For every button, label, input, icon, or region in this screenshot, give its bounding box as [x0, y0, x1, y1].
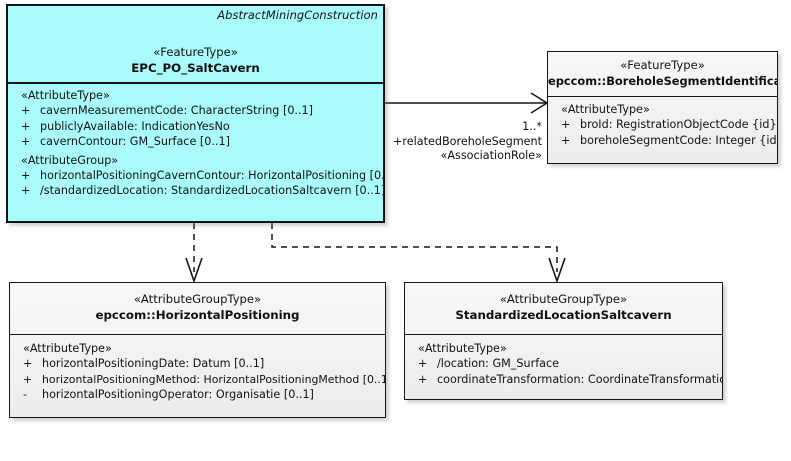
class-stereotype: «FeatureType»	[620, 58, 705, 72]
class-box-horizontal-positioning[interactable]: «AttributeGroupType» epccom::HorizontalP…	[9, 282, 386, 418]
association-label-group: 1..* +relatedBoreholeSegment «Associatio…	[379, 120, 542, 164]
compartment-label-attributetype: «AttributeType»	[418, 342, 507, 355]
class-header-horizontal-positioning: «AttributeGroupType» epccom::HorizontalP…	[10, 283, 385, 335]
attribute-visibility: +	[23, 372, 33, 386]
attribute-text: horizontalPositioningMethod: HorizontalP…	[42, 372, 386, 386]
attribute-text: /location: GM_Surface	[437, 357, 560, 370]
attribute-visibility: +	[561, 118, 571, 131]
attribute-row[interactable]: + horizontalPositioningCavernContour: Hor…	[8, 168, 383, 184]
attribute-visibility: +	[21, 104, 31, 117]
attribute-row[interactable]: + broId: RegistrationObjectCode {id}	[548, 117, 777, 133]
compartment-label-attributegroup: «AttributeGroup»	[21, 153, 119, 167]
attribute-row[interactable]: + publiclyAvailable: IndicationYesNo	[8, 119, 383, 135]
attribute-row[interactable]: + cavernContour: GM_Surface [0..1]	[8, 134, 383, 150]
compartment-label-attributetype: «AttributeType»	[561, 103, 650, 116]
class-body-horizontal-positioning: «AttributeType» + horizontalPositioningDa…	[10, 335, 385, 406]
association-multiplicity: 1..*	[522, 120, 542, 133]
attribute-visibility: +	[23, 357, 33, 370]
attribute-text: cavernMeasurementCode: CharacterString […	[40, 104, 314, 117]
class-header-standardized-location-saltcavern: «AttributeGroupType» StandardizedLocatio…	[405, 283, 722, 335]
attribute-row[interactable]: + /location: GM_Surface	[405, 356, 722, 372]
attribute-text: horizontalPositioningCavernContour: Hori…	[40, 168, 385, 182]
attribute-text: publiclyAvailable: IndicationYesNo	[40, 119, 230, 133]
class-body-borehole-segment-identification: «AttributeType» + broId: RegistrationObje…	[548, 97, 777, 151]
attribute-text: horizontalPositioningDate: Datum [0..1]	[42, 357, 265, 370]
compartment-label-attributetype: «AttributeType»	[23, 342, 112, 355]
attribute-text: cavernContour: GM_Surface [0..1]	[40, 135, 230, 148]
class-stereotype: «FeatureType»	[153, 45, 238, 59]
attribute-visibility: +	[21, 168, 31, 182]
attribute-row[interactable]: + cavernMeasurementCode: CharacterString …	[8, 103, 383, 119]
class-body-epc-po-saltcavern: «AttributeType» + cavernMeasurementCode: …	[8, 84, 383, 202]
dependency-connector-horizontal-positioning	[185, 223, 203, 284]
attribute-text: broId: RegistrationObjectCode {id}	[580, 118, 777, 131]
class-box-epc-po-saltcavern[interactable]: AbstractMiningConstruction «FeatureType»…	[6, 4, 385, 223]
association-connector	[385, 92, 549, 114]
compartment-label-attributetype: «AttributeType»	[21, 89, 110, 102]
attribute-row[interactable]: + coordinateTransformation: CoordinateTra…	[405, 372, 722, 388]
class-body-standardized-location-saltcavern: «AttributeType» + /location: GM_Surface +…	[405, 335, 722, 390]
class-title: EPC_PO_SaltCavern	[131, 61, 260, 75]
attribute-visibility: -	[23, 388, 28, 401]
class-title: epccom::BoreholeSegmentIdentification	[548, 74, 777, 88]
attribute-text: coordinateTransformation: CoordinateTran…	[437, 372, 723, 386]
class-stereotype: «AttributeGroupType»	[499, 292, 628, 306]
attribute-visibility: +	[561, 133, 571, 147]
attribute-row[interactable]: + horizontalPositioningDate: Datum [0..1]	[10, 356, 385, 372]
class-box-standardized-location-saltcavern[interactable]: «AttributeGroupType» StandardizedLocatio…	[404, 282, 723, 400]
attribute-text: /standardizedLocation: StandardizedLocat…	[40, 184, 385, 197]
attribute-text: boreholeSegmentCode: Integer {id}	[580, 133, 778, 147]
attribute-visibility: +	[21, 184, 31, 197]
attribute-visibility: +	[418, 372, 428, 386]
class-header-borehole-segment-identification: «FeatureType» epccom::BoreholeSegmentIde…	[548, 52, 777, 97]
class-title: StandardizedLocationSaltcavern	[455, 308, 672, 322]
attribute-visibility: +	[21, 135, 31, 148]
class-qualifier: AbstractMiningConstruction	[217, 8, 378, 22]
attribute-text: horizontalPositioningOperator: Organisat…	[42, 388, 314, 401]
attribute-visibility: +	[418, 357, 428, 370]
association-role-name: +relatedBoreholeSegment	[393, 134, 542, 148]
attribute-row[interactable]: + horizontalPositioningMethod: Horizontal…	[10, 372, 385, 388]
class-stereotype: «AttributeGroupType»	[133, 292, 262, 306]
association-stereotype: «AssociationRole»	[440, 149, 543, 162]
dependency-connector-standardized-location	[271, 223, 566, 284]
attribute-row[interactable]: + /standardizedLocation: StandardizedLoca…	[8, 183, 383, 199]
attribute-visibility: +	[21, 119, 31, 133]
attribute-row[interactable]: + boreholeSegmentCode: Integer {id}	[548, 133, 777, 149]
class-header-epc-po-saltcavern: AbstractMiningConstruction «FeatureType»…	[8, 6, 383, 84]
class-title: epccom::HorizontalPositioning	[95, 308, 300, 322]
class-box-borehole-segment-identification[interactable]: «FeatureType» epccom::BoreholeSegmentIde…	[547, 51, 778, 164]
attribute-row[interactable]: - horizontalPositioningOperator: Organisa…	[10, 387, 385, 403]
